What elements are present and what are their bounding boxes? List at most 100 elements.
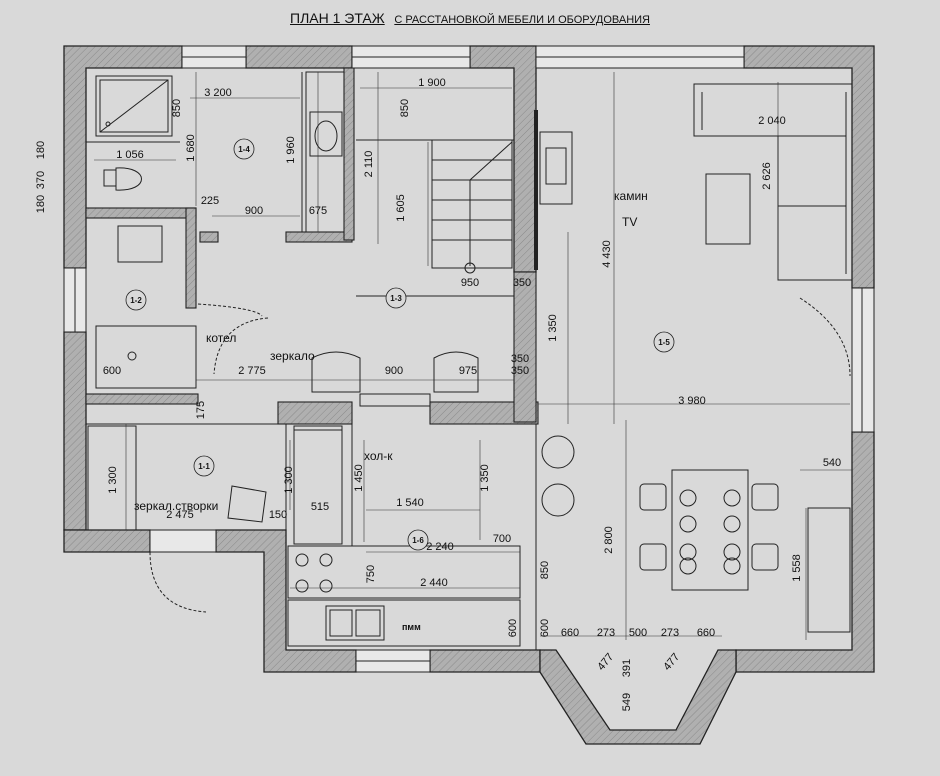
plan-title-sub: С РАССТАНОВКОЙ МЕБЕЛИ И ОБОРУДОВАНИЯ: [394, 14, 650, 26]
dim-text: 273: [597, 627, 615, 639]
dining-table: [671, 469, 749, 591]
dining-chairs: [639, 483, 779, 571]
room-tag-1-3: 1-3: [385, 287, 407, 309]
dim-text: 900: [245, 205, 263, 217]
wall-int-4: [277, 401, 353, 425]
bar-stool-1: [541, 435, 575, 469]
dim-text: 1 350: [479, 464, 491, 492]
dim-text: 600: [539, 619, 551, 637]
dimension-lines: [94, 72, 852, 640]
wall-int-3: [85, 393, 199, 405]
dim-text: 1 300: [283, 466, 295, 494]
toilet: [103, 167, 142, 191]
dim-text: 950: [461, 277, 479, 289]
wall-int-1: [85, 207, 197, 219]
dim-text: 2 440: [420, 577, 448, 589]
wall-int-2: [185, 207, 197, 309]
room-tag-1-6: 1-6: [407, 529, 429, 551]
wall-bay: [539, 649, 737, 745]
svg-text:1-5: 1-5: [658, 338, 670, 347]
dim-text: 1 300: [107, 466, 119, 494]
label-zerkal-stvorki: зеркал.створки: [134, 499, 218, 513]
label-kamin: камин: [614, 189, 648, 203]
label-holk: хол-к: [364, 449, 393, 463]
dim-text: 225: [201, 195, 219, 207]
dim-text: 850: [171, 99, 183, 117]
dim-text: 515: [311, 501, 329, 513]
svg-text:1-4: 1-4: [238, 145, 250, 154]
wardrobe: [87, 425, 137, 531]
svg-text:1-6: 1-6: [412, 536, 424, 545]
partitions: [63, 45, 875, 673]
kitchen-sink: [325, 605, 385, 641]
dim-text: 1 350: [547, 314, 559, 342]
fireplace: [539, 131, 573, 205]
dim-text: 1 056: [116, 149, 144, 161]
wall-right-low: [735, 431, 875, 673]
dim-text: 1 960: [285, 136, 297, 164]
wall-left-mid: [63, 331, 87, 531]
room-tag-1-1: 1-1: [193, 455, 215, 477]
dim-text: 1 680: [185, 134, 197, 162]
wall-top-2: [245, 45, 353, 69]
wall-int-7: [285, 231, 353, 243]
dim-text: 549: [621, 693, 633, 711]
wall-int-9: [199, 231, 219, 243]
dim-text: 150: [269, 509, 287, 521]
svg-text:1-1: 1-1: [198, 462, 210, 471]
dim-text: 477: [661, 651, 682, 673]
wall-int-5: [429, 401, 539, 425]
label-pmm: пмм: [402, 622, 421, 632]
dim-text: 975: [459, 365, 477, 377]
dim-text: 180: [35, 141, 47, 159]
plan-labels: камин TV котел зеркало хол-к зеркал.ство…: [134, 189, 648, 632]
coffee-table: [705, 173, 751, 245]
dim-text: 850: [399, 99, 411, 117]
dim-text: 900: [385, 365, 403, 377]
room-tag-1-2: 1-2: [125, 289, 147, 311]
shower: [99, 79, 169, 133]
dim-text: 750: [365, 565, 377, 583]
dim-text: 600: [507, 619, 519, 637]
dim-text: 1 558: [791, 554, 803, 582]
dim-text: 660: [697, 627, 715, 639]
boiler: [95, 325, 197, 389]
label-zerkalo: зеркало: [270, 349, 315, 363]
dim-text: 1 900: [418, 77, 446, 89]
dim-text: 660: [561, 627, 579, 639]
dim-text: 1 605: [395, 194, 407, 222]
wall-int-8: [343, 67, 355, 241]
dim-text: 391: [621, 659, 633, 677]
wall-left-bottom: [63, 529, 151, 553]
room-tag-1-5: 1-5: [653, 331, 675, 353]
door-1: [197, 303, 263, 317]
armchair-2: [433, 351, 479, 393]
dim-text: 370: [35, 171, 47, 189]
armchair-1: [311, 351, 361, 393]
dim-text: 850: [539, 561, 551, 579]
label-tv: TV: [622, 215, 637, 229]
kitchen-counter: [287, 545, 521, 599]
dim-text: 3 980: [678, 395, 706, 407]
washbasin: [309, 111, 343, 157]
sofa: [693, 83, 853, 281]
dim-text: 2 775: [238, 365, 266, 377]
plan-title: ПЛАН 1 ЭТАЖ С РАССТАНОВКОЙ МЕБЕЛИ И ОБОР…: [0, 10, 940, 26]
dim-text: 2 110: [363, 151, 375, 178]
dim-text: 700: [493, 533, 511, 545]
dim-text: 540: [823, 457, 841, 469]
dim-text: 350: [513, 277, 531, 289]
dim-text: 175: [195, 401, 207, 419]
dim-text: 1 450: [353, 464, 365, 492]
furniture: [87, 79, 853, 647]
plan-title-main: ПЛАН 1 ЭТАЖ: [290, 10, 385, 26]
dim-text: 1 540: [396, 497, 424, 509]
dim-text: 2 040: [758, 115, 786, 127]
door-2: [799, 297, 851, 377]
dim-text: 600: [103, 365, 121, 377]
svg-text:1-2: 1-2: [130, 296, 142, 305]
wall-int-6: [513, 271, 537, 423]
svg-text:1-3: 1-3: [390, 294, 402, 303]
room-tag-1-4: 1-4: [233, 138, 255, 160]
